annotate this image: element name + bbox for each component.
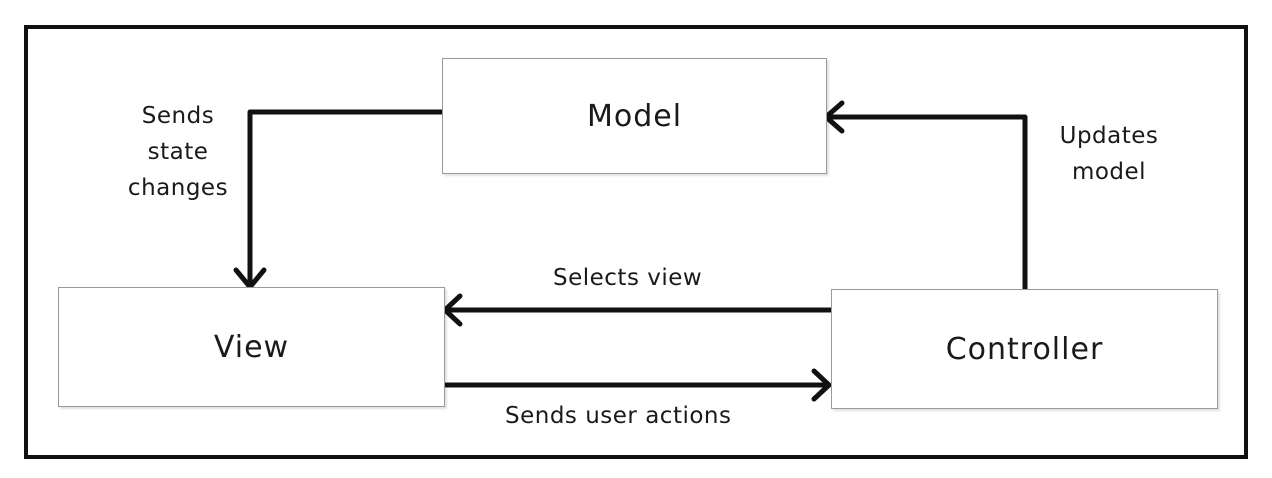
edge-label-selects-view: Selects view [553,265,703,291]
arrow-view-to-controller [443,368,832,402]
arrow-controller-to-model [823,100,1028,293]
model-node: Model [442,58,827,174]
edge-label-sends-user-actions: Sends user actions [505,403,732,429]
model-node-label: Model [586,98,683,134]
view-node-label: View [213,329,290,365]
edge-label-line: Updates [1059,123,1159,149]
controller-node-label: Controller [945,331,1104,367]
edge-label-line: state [147,139,209,165]
edge-label-sends-state-changes: Sends state changes [118,98,238,206]
arrow-model-to-view [233,109,445,290]
arrow-controller-to-view [442,293,834,327]
diagram-frame [24,25,1248,459]
edge-label-line: changes [127,175,229,201]
edge-label-updates-model: Updates model [1044,118,1174,190]
edge-label-line: model [1071,159,1147,185]
controller-node: Controller [831,289,1218,409]
edge-label-line: Sends [141,103,215,129]
view-node: View [58,287,445,407]
